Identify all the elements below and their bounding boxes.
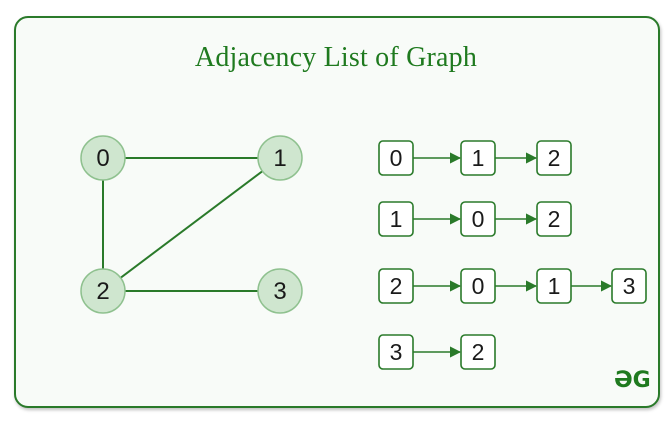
list-neighbor-box bbox=[611, 268, 647, 304]
list-neighbor-box bbox=[536, 140, 572, 176]
adjacency-row-0: 0 1 2 bbox=[378, 140, 572, 176]
adjacency-row-1: 1 0 2 bbox=[378, 201, 572, 237]
list-neighbor-label: 0 bbox=[472, 206, 485, 232]
list-head-label: 3 bbox=[390, 339, 403, 365]
list-neighbor-label: 2 bbox=[472, 339, 485, 365]
graph-nodes: 0 1 2 3 bbox=[80, 135, 303, 314]
list-head-label: 0 bbox=[390, 145, 403, 171]
graph-node-2: 2 bbox=[80, 268, 126, 314]
list-neighbor-box bbox=[536, 201, 572, 237]
list-neighbor-label: 1 bbox=[548, 273, 561, 299]
list-neighbor-label: 1 bbox=[472, 145, 485, 171]
graph-node-label: 1 bbox=[273, 145, 286, 172]
list-neighbor-label: 0 bbox=[472, 273, 485, 299]
list-head-label: 2 bbox=[390, 273, 403, 299]
graph-edges bbox=[102, 157, 281, 292]
list-neighbor-label: 2 bbox=[548, 145, 561, 171]
graph-node-label: 3 bbox=[273, 278, 286, 305]
graph-node-label: 0 bbox=[96, 145, 109, 172]
graph-node-circle bbox=[80, 268, 126, 314]
list-neighbor-label: 3 bbox=[623, 273, 636, 299]
graph-node-1: 1 bbox=[257, 135, 303, 181]
list-neighbor-label: 2 bbox=[548, 206, 561, 232]
graph-node-circle bbox=[257, 135, 303, 181]
graph-node-0: 0 bbox=[80, 135, 126, 181]
graph-node-circle bbox=[80, 135, 126, 181]
list-neighbor-box bbox=[460, 334, 496, 370]
diagram-title: Adjacency List of Graph bbox=[194, 42, 478, 73]
gfg-logo: ƏG bbox=[614, 368, 651, 393]
list-head-label: 1 bbox=[390, 206, 403, 232]
graph-edge-1-2 bbox=[102, 157, 281, 292]
graph-node-circle bbox=[257, 268, 303, 314]
graph-node-label: 2 bbox=[96, 278, 109, 305]
graph-node-3: 3 bbox=[257, 268, 303, 314]
